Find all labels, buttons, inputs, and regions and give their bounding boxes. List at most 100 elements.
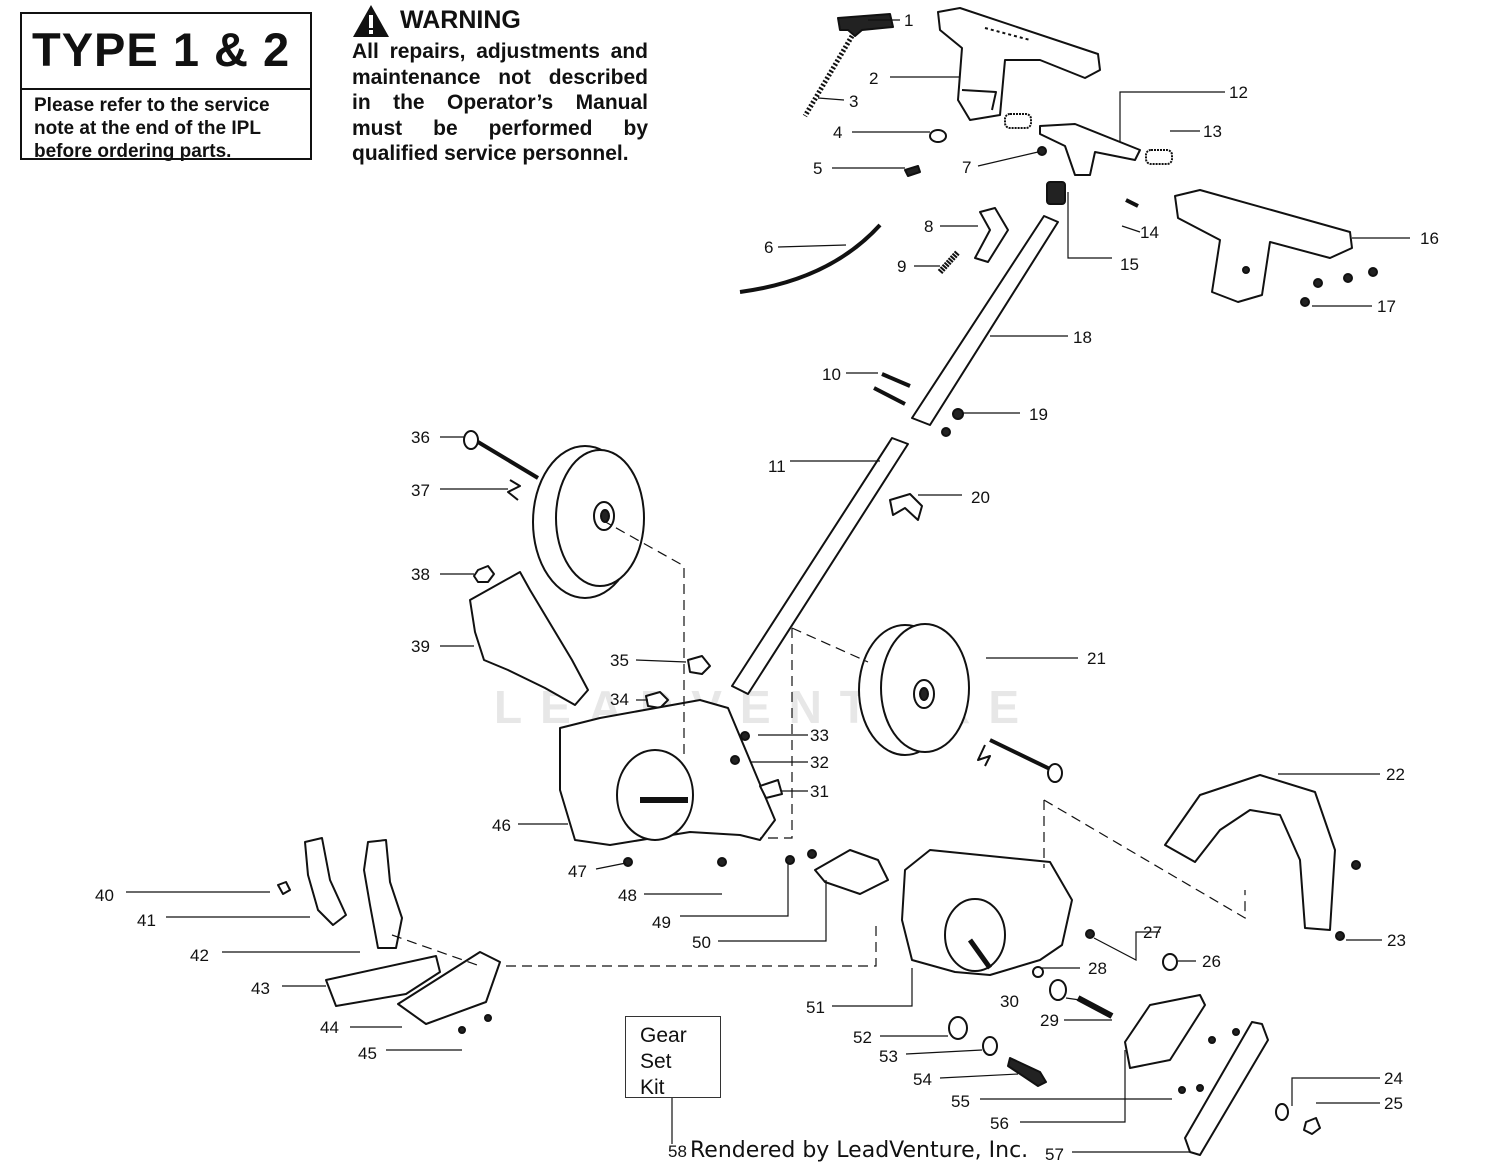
callout-47: 47	[568, 862, 587, 881]
part-49-plate	[814, 849, 889, 895]
warning-heading: WARNING	[352, 3, 648, 39]
callout-26: 26	[1202, 952, 1221, 971]
part-55-screws	[1178, 1028, 1240, 1094]
callout-31: 31	[810, 782, 829, 801]
part-8-latch	[974, 207, 1009, 263]
callout-4: 4	[833, 123, 842, 142]
part-2-handle	[937, 7, 1101, 121]
callout-19: 19	[1029, 405, 1048, 424]
part-24-washer	[1275, 1103, 1289, 1121]
part-23-screws	[1335, 860, 1361, 941]
part-11-lower-tube	[731, 437, 909, 695]
callout-10: 10	[822, 365, 841, 384]
callout-18: 18	[1073, 328, 1092, 347]
part-53-washer	[982, 1036, 998, 1056]
callout-53: 53	[879, 1047, 898, 1066]
warning-title: WARNING	[400, 6, 521, 35]
callout-27: 27	[1143, 923, 1162, 942]
callout-30: 30	[1000, 992, 1019, 1011]
part-17-screws	[1300, 267, 1378, 307]
callout-2: 2	[869, 69, 878, 88]
part-52-washer	[948, 1016, 968, 1040]
type-title: TYPE 1 & 2	[22, 14, 310, 90]
part-56-holder	[1124, 994, 1206, 1069]
part-7-pin	[1037, 146, 1047, 156]
callout-32: 32	[810, 753, 829, 772]
part-21-wheel-right	[858, 623, 970, 756]
part-25-nut	[1303, 1117, 1321, 1135]
callout-28: 28	[1088, 959, 1107, 978]
part-6-cable	[739, 223, 882, 294]
part-30-bushing	[1049, 979, 1067, 1001]
part-44-blade	[397, 951, 501, 1025]
leader-lines	[126, 19, 1410, 1153]
part-35-nut	[687, 655, 711, 675]
callout-7: 7	[962, 158, 971, 177]
callout-55: 55	[951, 1092, 970, 1111]
gear-set-kit-word: Kit	[640, 1076, 665, 1099]
part-36-axle	[463, 430, 540, 480]
assembly-lines	[391, 519, 1246, 967]
part-50-screws	[785, 849, 817, 865]
type-box: TYPE 1 & 2 Please refer to the service n…	[20, 12, 312, 162]
part-32-33-screws	[730, 731, 750, 765]
callout-36: 36	[411, 428, 430, 447]
part-26-knob	[1162, 953, 1178, 971]
part-20-clip	[889, 493, 923, 521]
part-axle-right	[977, 738, 1063, 783]
callout-21: 21	[1087, 649, 1106, 668]
part-wheel-left	[532, 445, 645, 599]
callout-44: 44	[320, 1018, 339, 1037]
warning-block: WARNING All repairs, adjustments and mai…	[352, 3, 648, 167]
part-39-bracket	[469, 571, 589, 706]
callout-54: 54	[913, 1070, 932, 1089]
callout-42: 42	[190, 946, 209, 965]
callout-16: 16	[1420, 229, 1439, 248]
callout-29: 29	[1040, 1011, 1059, 1030]
callout-6: 6	[764, 238, 773, 257]
part-4-clip	[929, 129, 947, 143]
callout-24: 24	[1384, 1069, 1403, 1088]
part-9-spring	[937, 249, 961, 275]
callout-33: 33	[810, 726, 829, 745]
part-12-lever	[1004, 113, 1173, 176]
callout-39: 39	[411, 637, 430, 656]
callout-25: 25	[1384, 1094, 1403, 1113]
callout-50: 50	[692, 933, 711, 952]
part-29-shaft	[1076, 995, 1114, 1019]
part-28-washer	[1032, 966, 1044, 978]
callout-1: 1	[904, 11, 913, 30]
footer-credit: Rendered by LeadVenture, Inc.	[690, 1138, 1029, 1163]
part-38-nut	[473, 565, 495, 583]
callout-20: 20	[971, 488, 990, 507]
warning-triangle-icon	[353, 5, 389, 37]
part-40-nut	[277, 881, 291, 895]
callout-3: 3	[849, 92, 858, 111]
callout-56: 56	[990, 1114, 1009, 1133]
callout-13: 13	[1203, 122, 1222, 141]
callout-43: 43	[251, 979, 270, 998]
callout-57: 57	[1045, 1145, 1064, 1164]
part-43-blade	[325, 955, 441, 1007]
callout-8: 8	[924, 217, 933, 236]
callout-52: 52	[853, 1028, 872, 1047]
callout-51: 51	[806, 998, 825, 1017]
callout-14: 14	[1140, 223, 1159, 242]
part-54-bolt	[1007, 1057, 1047, 1087]
callout-11: 11	[768, 457, 786, 476]
callout-48: 48	[618, 886, 637, 905]
part-19-nuts	[941, 408, 964, 437]
part-46-housing	[559, 699, 776, 846]
callout-37: 37	[411, 481, 430, 500]
part-45-screws	[458, 1014, 492, 1034]
callout-labels: 1234567891011121314151617181920212223242…	[95, 11, 1439, 1164]
part-5-screw	[904, 165, 921, 177]
callout-15: 15	[1120, 255, 1139, 274]
part-42-shield-right	[363, 839, 403, 949]
callout-41: 41	[137, 911, 156, 930]
gear-set-kit-word: Gear	[640, 1024, 687, 1047]
callout-17: 17	[1377, 297, 1396, 316]
warning-text: All repairs, adjustments and maintenance…	[352, 40, 648, 165]
